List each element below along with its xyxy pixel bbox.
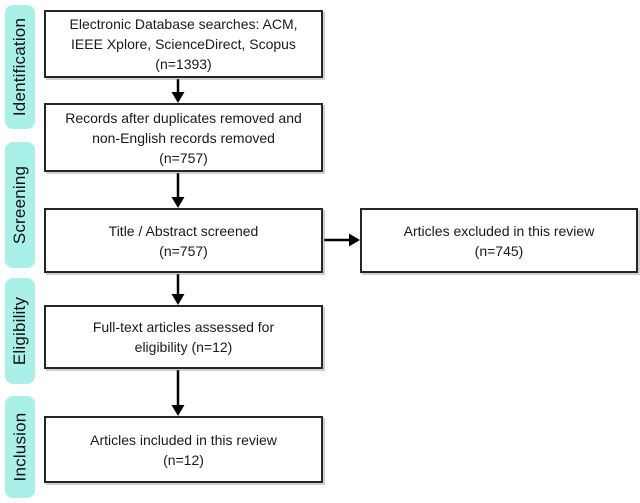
box-duplicates-removed: Records after duplicates removed and non… [44,103,323,172]
box-title-abstract-screened: Title / Abstract screened (n=757) [44,208,323,273]
box-text-line: (n=757) [159,242,208,259]
box-text-line: IEEE Xplore, ScienceDirect, Scopus [71,36,296,52]
stage-label-eligibility: Eligibility [5,278,35,384]
stage-label-screening: Screening [5,142,35,268]
box-text-line: non-English records removed [92,129,275,146]
stage-label-text: Identification [10,17,30,117]
box-text-line: Electronic Database searches: ACM, [69,16,298,32]
arrow-screened-to-excluded [324,233,360,247]
box-text-line: eligibility (n=12) [134,339,233,355]
box-text-line: Articles excluded in this review [403,222,595,239]
box-text-line: (n=757) [159,149,208,166]
arrow-dedup-to-screened [171,173,185,208]
box-articles-excluded: Articles excluded in this review (n=745) [360,208,638,273]
box-text-line: (n=745) [474,242,524,259]
box-database-searches: Electronic Database searches: ACM, IEEE … [44,10,323,78]
arrow-search-to-dedup [171,79,185,103]
stage-label-identification: Identification [5,5,35,129]
box-text-line: (n=12) [163,451,204,468]
arrow-screened-to-fulltext [171,274,185,305]
box-text-line: Records after duplicates removed and [65,109,302,126]
box-text-line: Title / Abstract screened [108,222,259,239]
stage-label-text: Screening [10,165,30,245]
box-articles-included: Articles included in this review (n=12) [44,416,323,483]
box-fulltext-assessed: Full-text articles assessed for eligibil… [44,305,323,369]
stage-label-text: Inclusion [10,412,29,482]
box-text-line: (n=1393) [155,56,212,72]
box-text-line: Full-text articles assessed for [92,319,275,335]
box-text-line: Articles included in this review [90,431,277,448]
stage-label-text: Eligibility [10,296,29,366]
stage-label-inclusion: Inclusion [5,396,35,498]
arrow-fulltext-to-included [171,370,185,416]
